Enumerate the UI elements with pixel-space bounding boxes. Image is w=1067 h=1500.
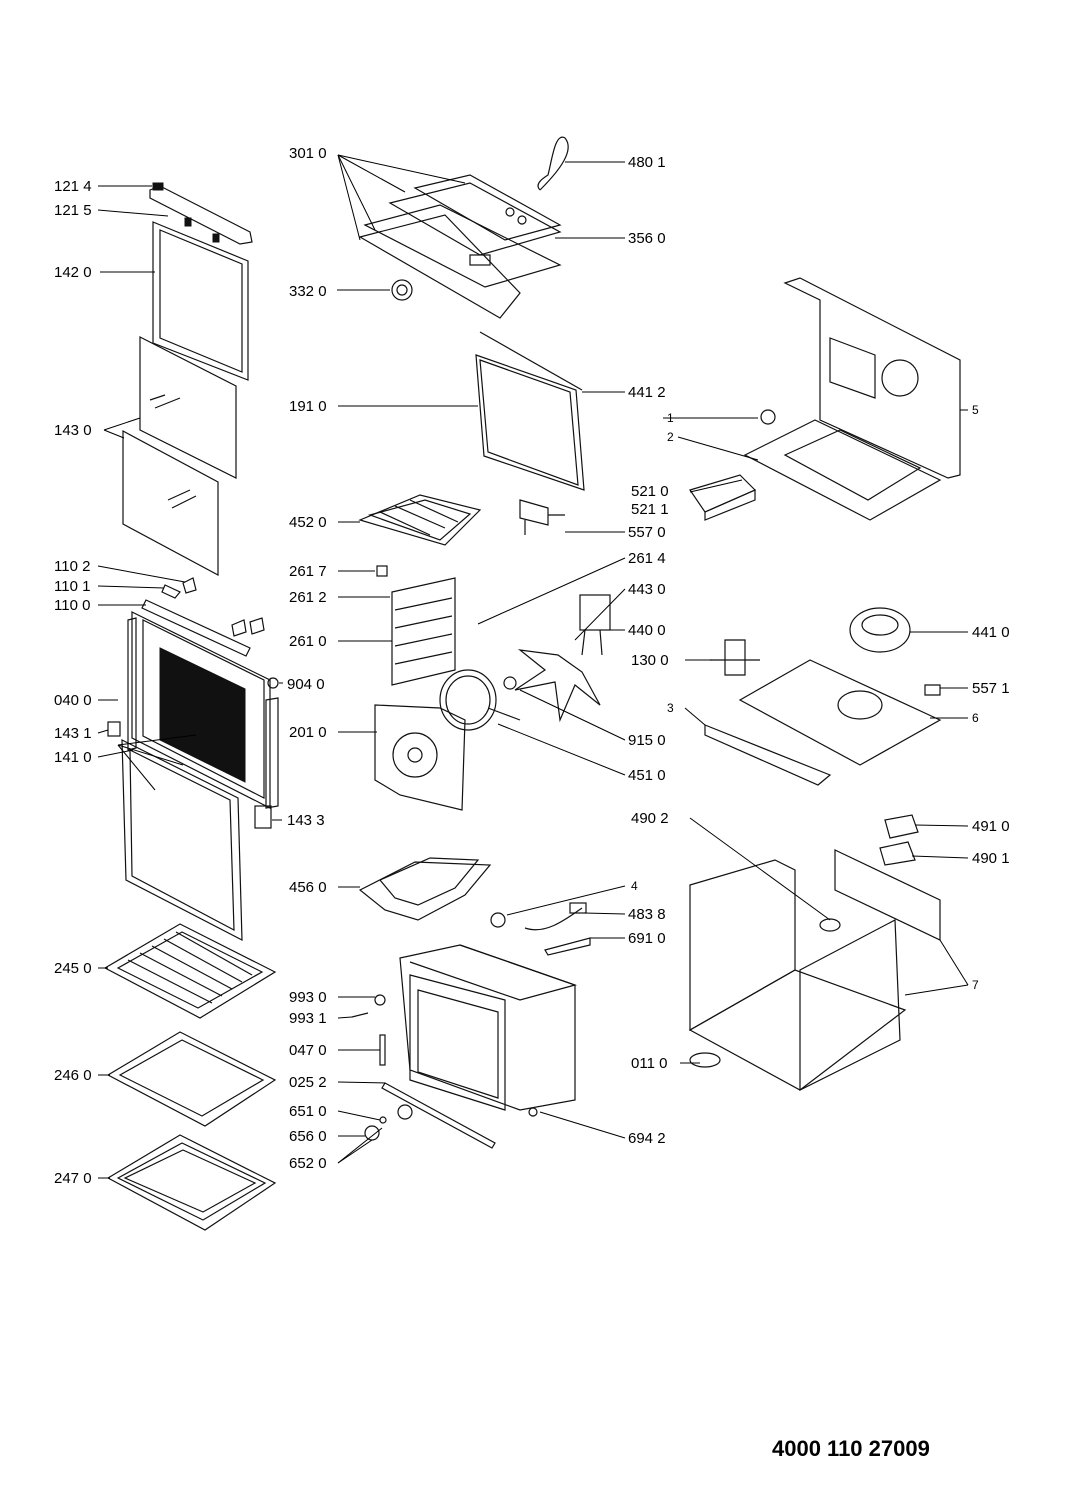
callout: 141 0 <box>54 749 92 766</box>
callout: 521 1 <box>631 501 669 518</box>
callout: 143 1 <box>54 725 92 742</box>
callout: 7 <box>972 978 979 992</box>
callout: 247 0 <box>54 1170 92 1187</box>
callout: 440 0 <box>628 622 666 639</box>
callout: 441 2 <box>628 384 666 401</box>
pcb-module-part <box>689 474 757 521</box>
callout: 490 1 <box>972 850 1010 867</box>
callout: 452 0 <box>289 514 327 531</box>
callout: 1 <box>667 411 674 425</box>
knob-part <box>391 279 413 301</box>
baking-tray-part <box>106 1031 277 1127</box>
cavity-part <box>399 944 578 1111</box>
callout: 656 0 <box>289 1128 327 1145</box>
callout: 694 2 <box>628 1130 666 1147</box>
callout-labels: 121 4 121 5 142 0 143 0 110 2 110 1 110 … <box>54 145 1010 1187</box>
callout: 652 0 <box>289 1155 327 1172</box>
circular-element-part <box>439 669 521 731</box>
callout: 025 2 <box>289 1074 327 1091</box>
inner-door-glass-part <box>122 336 237 577</box>
callout: 491 0 <box>972 818 1010 835</box>
callout: 443 0 <box>628 581 666 598</box>
deep-tray-part <box>106 1134 277 1231</box>
callout: 691 0 <box>628 930 666 947</box>
base-plate-part <box>704 659 942 786</box>
callout: 261 2 <box>289 589 327 606</box>
callout: 441 0 <box>972 624 1010 641</box>
callout: 356 0 <box>628 230 666 247</box>
power-cord-part <box>490 902 591 1117</box>
callout: 040 0 <box>54 692 92 709</box>
callout: 142 0 <box>54 264 92 281</box>
callout: 246 0 <box>54 1067 92 1084</box>
callout: 5 <box>972 403 979 417</box>
callout: 4 <box>631 879 638 893</box>
outer-casing-part <box>688 849 941 1091</box>
callout: 483 8 <box>628 906 666 923</box>
callout: 521 0 <box>631 483 669 500</box>
callout: 261 4 <box>628 550 666 567</box>
callout: 261 0 <box>289 633 327 650</box>
callout: 301 0 <box>289 145 327 162</box>
leader-lines <box>97 154 969 1179</box>
callout: 191 0 <box>289 398 327 415</box>
side-rack-part <box>376 565 456 686</box>
small-center-parts <box>351 994 496 1149</box>
small-clips-left <box>107 721 272 829</box>
callout: 047 0 <box>289 1042 327 1059</box>
lower-element-part <box>358 857 492 921</box>
callout: 121 4 <box>54 178 92 195</box>
callout: 261 7 <box>289 563 327 580</box>
outer-door-glass-part <box>152 221 249 381</box>
callout: 3 <box>667 701 674 715</box>
motor-part <box>579 594 611 656</box>
rear-cover-part <box>374 704 466 811</box>
callout: 993 1 <box>289 1010 327 1027</box>
callout: 456 0 <box>289 879 327 896</box>
callout: 130 0 <box>631 652 669 669</box>
document-number: 4000 110 27009 <box>772 1436 930 1461</box>
fan-blade-part <box>503 649 601 723</box>
callout: 6 <box>972 711 979 725</box>
callout: 201 0 <box>289 724 327 741</box>
oven-gasket-part <box>475 331 585 491</box>
callout: 451 0 <box>628 767 666 784</box>
callout: 110 0 <box>54 597 90 614</box>
door-handle-part <box>149 182 253 245</box>
thermostat-probe-part <box>519 499 565 535</box>
door-frame-part <box>127 611 279 809</box>
callout: 245 0 <box>54 960 92 977</box>
callout: 110 1 <box>54 578 90 595</box>
relay-part <box>710 639 760 676</box>
top-plate-part <box>743 409 942 521</box>
connector-parts <box>879 814 919 866</box>
control-panel-part <box>358 174 562 319</box>
door-seal-frame-part <box>121 739 243 942</box>
wire-rack-part <box>103 923 277 1019</box>
callout: 651 0 <box>289 1103 327 1120</box>
callout: 121 5 <box>54 202 92 219</box>
callout: 490 2 <box>631 810 669 827</box>
callout: 332 0 <box>289 283 327 300</box>
callout: 904 0 <box>287 676 325 693</box>
grill-element-part <box>358 494 482 546</box>
callout: 480 1 <box>628 154 666 171</box>
callout: 2 <box>667 430 674 444</box>
callout: 557 0 <box>628 524 666 541</box>
callout: 557 1 <box>972 680 1010 697</box>
callout: 110 2 <box>54 558 90 575</box>
fan-motor-part <box>849 607 911 653</box>
callout: 915 0 <box>628 732 666 749</box>
cable-wire-part <box>537 136 569 191</box>
top-back-panel-part <box>783 277 961 479</box>
callout: 143 3 <box>287 812 325 829</box>
callout: 993 0 <box>289 989 327 1006</box>
callout: 011 0 <box>631 1055 667 1072</box>
callout: 143 0 <box>54 422 92 439</box>
